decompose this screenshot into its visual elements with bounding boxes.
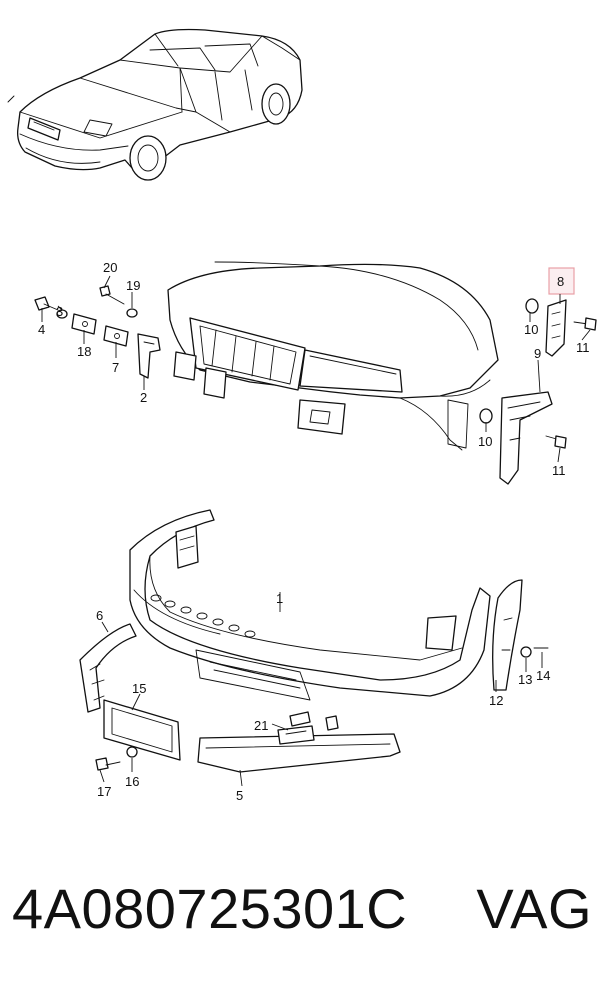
callout-7: 7 <box>112 360 119 375</box>
part-number: 4A080725301C <box>12 876 408 940</box>
callout-15: 15 <box>132 681 146 696</box>
callout-12: 12 <box>489 693 503 708</box>
brand-label: VAG <box>476 876 592 940</box>
callout-18: 18 <box>77 344 91 359</box>
callout-10-upper: 10 <box>524 322 538 337</box>
callout-10-lower: 10 <box>478 434 492 449</box>
highlight-box <box>548 267 575 295</box>
callout-1: 1 <box>276 591 283 606</box>
callout-3: 3 <box>56 304 63 319</box>
callout-4: 4 <box>38 322 45 337</box>
callout-21: 21 <box>254 718 268 733</box>
callout-13: 13 <box>518 672 532 687</box>
bumper-holes <box>150 594 256 638</box>
caption-bar: 4A080725301C VAG <box>12 868 592 948</box>
callout-11-upper: 11 <box>576 340 590 355</box>
front-grille-assembly <box>167 261 499 451</box>
right-bracket-parts <box>447 267 597 485</box>
callout-2: 2 <box>140 390 147 405</box>
callout-8-highlighted: 8 <box>557 274 564 289</box>
leader-lines <box>41 275 591 787</box>
callout-20: 20 <box>103 260 117 275</box>
callout-6: 6 <box>96 608 103 623</box>
callout-14: 14 <box>536 668 550 683</box>
callout-19: 19 <box>126 278 140 293</box>
car-overview-illustration <box>7 28 303 181</box>
left-bracket-parts <box>34 285 161 379</box>
callout-5: 5 <box>236 788 243 803</box>
callout-9: 9 <box>534 346 541 361</box>
bumper-assembly <box>79 509 549 773</box>
callout-labels: 20 19 4 3 18 7 2 8 10 11 9 10 11 1 6 12 … <box>38 260 590 803</box>
callout-11-lower: 11 <box>552 463 566 478</box>
callout-17: 17 <box>97 784 111 799</box>
callout-16: 16 <box>125 774 139 789</box>
